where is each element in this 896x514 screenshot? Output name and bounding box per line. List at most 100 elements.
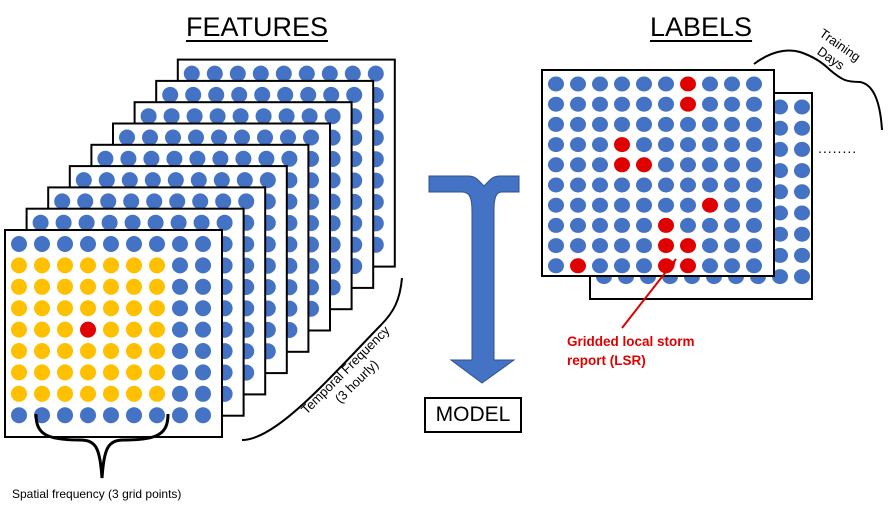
feature-grid-layer-point xyxy=(147,214,164,231)
labels-grid-front-point xyxy=(548,116,564,132)
labels-grid-front-point xyxy=(680,96,696,112)
labels-grid-front-point xyxy=(702,76,718,92)
labels-grid-front-point xyxy=(570,217,586,233)
feature-grid-front-point xyxy=(103,343,119,359)
labels-grid-front-point xyxy=(548,258,564,274)
labels-grid-front-point xyxy=(570,177,586,193)
feature-grid-front-point xyxy=(126,343,142,359)
labels-grid-front-point xyxy=(746,258,762,274)
feature-grid-front-point xyxy=(103,321,119,338)
labels-grid-front-point xyxy=(548,197,564,213)
labels-grid-front-point xyxy=(724,76,740,92)
feature-grid-front-point xyxy=(11,236,27,252)
labels-grid-front-point xyxy=(570,116,586,132)
labels-grid-back-point xyxy=(772,163,788,179)
labels-grid-front-point xyxy=(592,238,608,254)
feature-grid-front-point xyxy=(149,385,165,402)
labels-grid-front-point xyxy=(614,96,630,112)
labels-grid-front-point xyxy=(746,177,762,193)
labels-grid-front-point xyxy=(702,137,718,153)
feature-grid-layer-point xyxy=(167,172,184,189)
feature-grid-front-point xyxy=(149,257,165,274)
labels-grid-front-point xyxy=(702,238,718,254)
labels-grid-front-point xyxy=(636,177,652,193)
feature-grid-layer-point xyxy=(169,193,186,210)
lsr-label-line1: Gridded local storm xyxy=(567,334,695,349)
feature-grid-layer-point xyxy=(303,129,319,146)
feature-grid-layer-point xyxy=(100,193,117,210)
feature-grid-layer-point xyxy=(367,65,384,82)
feature-grid-layer-point xyxy=(231,86,248,103)
labels-grid-front-point xyxy=(570,258,586,274)
labels-grid-front-point xyxy=(614,116,630,132)
feature-grid-front-point xyxy=(57,300,73,317)
feature-grid-front-point xyxy=(172,385,188,402)
feature-grid-layer-point xyxy=(229,65,246,82)
feature-grid-layer-point xyxy=(185,86,202,103)
feature-grid-front-point xyxy=(34,278,50,295)
labels-grid-back-point xyxy=(772,120,788,136)
feature-grid-front-point xyxy=(34,364,50,381)
feature-grid-layer-point xyxy=(235,150,252,167)
lsr-pointer xyxy=(621,258,677,329)
labels-grid-front-point xyxy=(746,238,762,254)
labels-grid-front-point xyxy=(702,157,718,173)
feature-grid-front-point xyxy=(126,407,142,424)
labels-grid-front-point xyxy=(702,96,718,112)
feature-grid-layer-point xyxy=(257,129,273,146)
feature-grid-layer-point xyxy=(119,129,135,146)
feature-grid-layer-point xyxy=(143,150,160,167)
labels-grid-front-point xyxy=(570,76,586,92)
labels-grid-front-point xyxy=(614,238,630,254)
feature-grid-front-point xyxy=(57,385,73,402)
feature-grid-front-point xyxy=(57,321,73,338)
model-arrow xyxy=(428,175,520,384)
labels-grid-front-point xyxy=(746,217,762,233)
feature-grid-front-point xyxy=(80,300,96,317)
feature-grid-front-point xyxy=(80,407,96,424)
labels-heading: LABELS xyxy=(650,12,753,42)
labels-grid-front-point xyxy=(592,116,608,132)
feature-grid-layer-point xyxy=(120,150,137,167)
feature-grid-layer-point xyxy=(232,108,249,125)
feature-grid-layer-point xyxy=(234,129,250,146)
labels-grid-front-point xyxy=(746,137,762,153)
feature-grid-front-point xyxy=(57,343,73,359)
feature-grid-front-point xyxy=(11,300,27,317)
labels-grid-front-point xyxy=(724,177,740,193)
feature-grid-layer-point xyxy=(208,86,225,103)
labels-grid-front-point xyxy=(724,197,740,213)
feature-grid-layer-point xyxy=(281,150,298,167)
feature-grid-front-point xyxy=(149,321,165,338)
lsr-pointer-head xyxy=(668,259,676,268)
labels-grid-front-point xyxy=(570,157,586,173)
labels-grid-back-point xyxy=(794,226,810,242)
feature-grid-front-point xyxy=(11,321,27,338)
feature-grid-layer-point xyxy=(252,65,269,82)
feature-grid-layer-point xyxy=(324,108,341,125)
lsr-label-line2: report (LSR) xyxy=(567,353,646,368)
labels-grid-front-point xyxy=(680,238,696,254)
labels-grid-front-point xyxy=(680,137,696,153)
feature-grid-layer-point xyxy=(321,65,338,82)
labels-grid-front-point xyxy=(548,137,564,153)
model-box: MODEL xyxy=(424,397,522,433)
labels-grid-front-point xyxy=(592,258,608,274)
labels-grid-front-point xyxy=(746,116,762,132)
labels-grid-front-point xyxy=(592,217,608,233)
feature-grid-front-point xyxy=(149,300,165,317)
feature-grid-front-point xyxy=(103,364,119,381)
feature-grid-layer-point xyxy=(77,193,94,210)
labels-grid-front-point xyxy=(614,157,630,173)
labels-grid-back-point xyxy=(794,205,810,221)
feature-grid-front-point xyxy=(80,278,96,295)
feature-grid-front-point xyxy=(195,278,211,295)
labels-grid-front-point xyxy=(548,238,564,254)
labels-grid-front-point xyxy=(702,116,718,132)
labels-grid-front-point xyxy=(614,177,630,193)
feature-grid-layer-point xyxy=(300,86,317,103)
labels-grid-front-point xyxy=(658,258,674,274)
labels-grid-front-point xyxy=(746,76,762,92)
feature-grid-front-point xyxy=(195,385,211,402)
